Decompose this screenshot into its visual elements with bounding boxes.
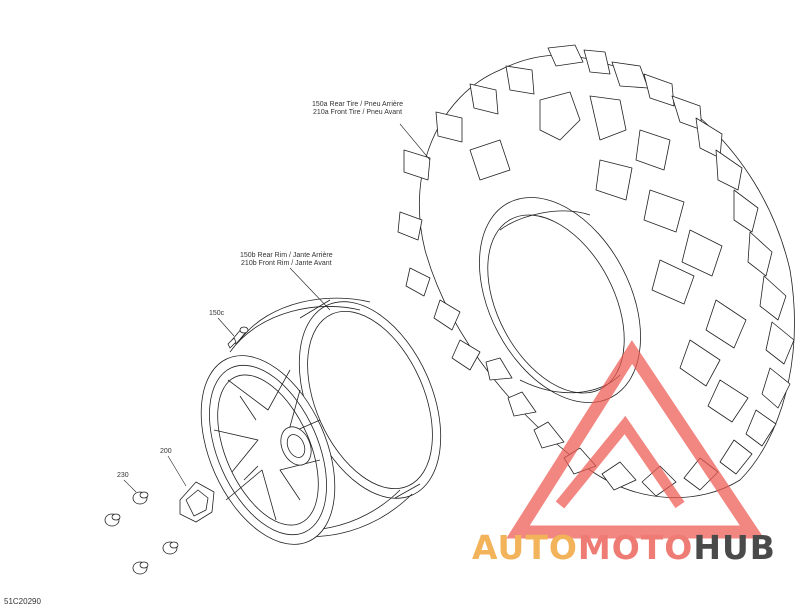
watermark-logo-mark [506, 340, 765, 539]
leader-lines [123, 123, 431, 493]
watermark-auto: AUTO [472, 528, 578, 567]
callout-lug-nuts: 230 [117, 472, 129, 479]
watermark-moto: MOTO [577, 528, 694, 567]
tire-inner-tread [469, 91, 749, 423]
tire-tread-lugs [397, 44, 795, 497]
valve-stem-drawing [227, 326, 249, 349]
lug-nuts-drawing [104, 491, 179, 575]
callout-rim-front: 210b Front Rim / Jante Avant [241, 260, 332, 267]
figure-code: 51C20290 [4, 597, 41, 606]
callout-tire-rear: 150a Rear Tire / Pneu Arrière [312, 101, 404, 108]
watermark-hub: HUB [693, 528, 776, 567]
rim-drawing [200, 297, 442, 545]
callout-valve-stem: 150c [209, 310, 225, 317]
center-cap-drawing [179, 481, 215, 523]
watermark-text: AUTOMOTOHUB [472, 528, 776, 567]
callout-rim: 150b Rear Rim / Jante Arrière 210b Front… [240, 252, 333, 268]
callout-rim-rear: 150b Rear Rim / Jante Arrière [240, 252, 333, 259]
callout-tire-front: 210a Front Tire / Pneu Avant [313, 109, 403, 116]
callout-tire: 150a Rear Tire / Pneu Arrière 210a Front… [312, 101, 403, 117]
callout-center-cap: 200 [160, 448, 172, 455]
tire-drawing [397, 44, 795, 499]
